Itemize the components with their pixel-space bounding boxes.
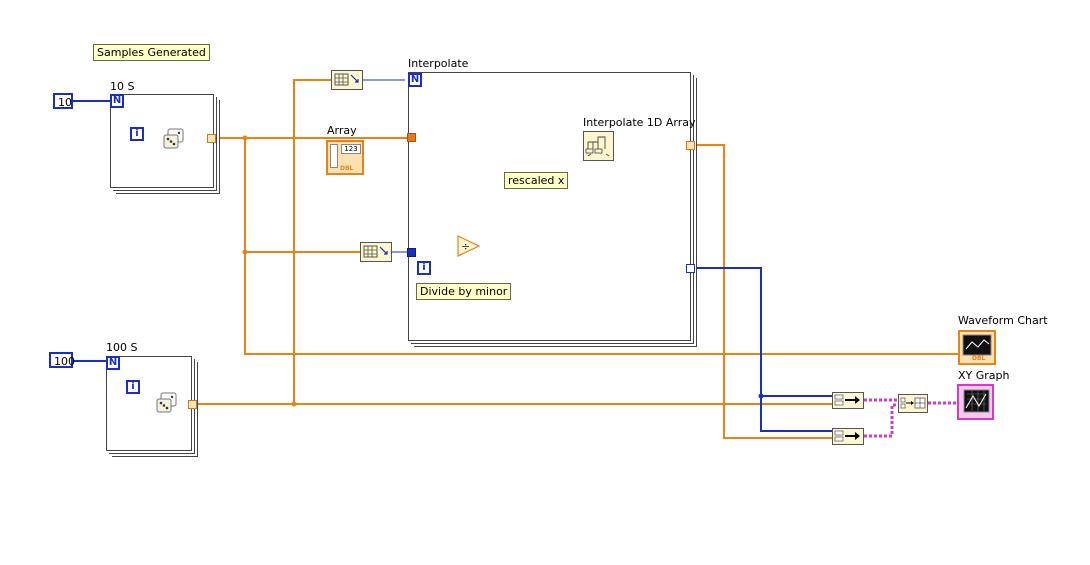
junction-dot [758,393,764,399]
array-index-icon [330,144,338,168]
build-array-node[interactable] [898,394,928,413]
count-terminal: N [110,94,124,108]
loop-100-label: 100 S [106,341,138,354]
junction-dot [242,249,248,255]
array-size-node[interactable] [360,242,392,262]
for-loop-100[interactable] [106,356,192,451]
array-repr: DBL [340,165,354,172]
divide-symbol: ÷ [461,240,470,253]
auto-index-tunnel [407,133,416,142]
iteration-terminal: i [130,127,144,141]
wire-blue-down [760,396,832,432]
count-const-100[interactable]: 100 [49,352,75,368]
chart-icon [962,334,992,356]
divide-by-minor-label: Divide by minor [416,283,512,300]
junction-dot [242,135,248,141]
output-tunnel [686,264,695,273]
graph-icon [963,389,990,413]
array-control-label: Array [327,124,357,137]
output-tunnel [188,400,197,409]
xy-graph-label: XY Graph [958,369,1010,382]
count-const-10[interactable]: 10 [53,93,73,109]
array-size-icon [334,73,359,86]
wire-interp-out [694,144,832,439]
waveform-chart-indicator[interactable]: DBL [958,330,996,365]
array-size-node[interactable] [331,70,363,90]
loop-10-label: 10 S [110,80,135,93]
divide-node[interactable]: ÷ [457,235,481,257]
interpolate-loop-label: Interpolate [408,57,469,70]
bundle-icon [834,394,860,406]
interpolate-icon [585,136,610,157]
xy-graph-indicator[interactable] [957,384,994,420]
bundle-icon [834,430,860,442]
iteration-terminal: i [417,261,431,275]
iteration-terminal: i [126,380,140,394]
output-tunnel [686,141,695,150]
interpolate-1d-label: Interpolate 1D Array [583,116,696,129]
count-terminal: N [408,73,422,87]
junction-dot [291,401,297,407]
bundle-node[interactable] [832,428,864,445]
bundle-node[interactable] [832,392,864,409]
waveform-chart-label: Waveform Chart [958,314,1048,327]
rescaled-x-label: rescaled x [504,172,569,189]
wire-100s-branch-up [293,79,332,404]
count-terminal: N [106,356,120,370]
output-tunnel [207,134,216,143]
array-size-icon [363,245,388,258]
array-control[interactable]: 123 DBL [326,140,364,175]
build-array-icon [900,397,926,409]
wire-bundle2-to-build [864,403,898,438]
chart-repr: DBL [972,355,986,362]
random-number-icon[interactable] [155,392,179,414]
samples-generated-label: Samples Generated [93,44,210,61]
wire-tunnel-to-bundles [694,267,832,397]
auto-index-tunnel [407,248,416,257]
for-loop-10[interactable] [110,94,214,188]
array-type-box: 123 [341,144,361,154]
random-number-icon[interactable] [162,128,186,150]
interpolate-1d-array-node[interactable] [583,131,614,161]
for-loop-interpolate[interactable] [408,72,691,341]
